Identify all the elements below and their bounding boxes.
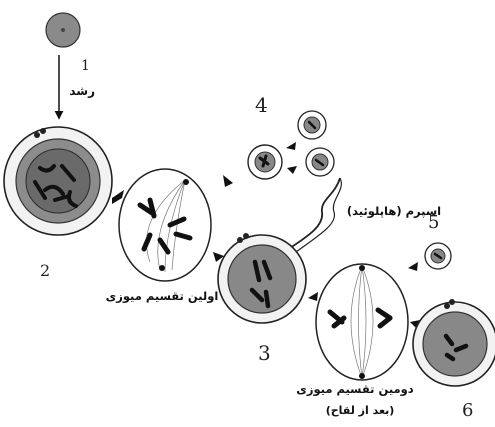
hand-number-5: 5 [428,212,439,233]
hand-number-1: 1 [81,58,90,74]
oogonium-cell [46,13,80,47]
second-meiotic-division-cell [316,264,408,380]
arrow-to-polar-body [223,175,233,187]
first-polar-body [248,145,282,179]
arrow-to-second-polar-body [408,262,418,271]
meiosis2-note: (بعد از لقاح) [326,404,395,417]
hand-number-4: 4 [255,93,268,117]
polar-body-b [306,148,334,176]
hand-number-3: 3 [258,341,271,365]
polar-body-a [298,111,326,139]
hand-number-6: 6 [462,400,473,421]
secondary-oocyte [218,233,306,323]
arrows-polar-split [286,142,297,174]
sperm-label: اسپرم (هاپلوئید) [347,204,441,219]
primary-oocyte [4,127,112,235]
meiosis1-label: اولین تقسیم میوزی [106,289,219,304]
growth-label: رشد [69,84,95,98]
first-meiotic-division-cell [119,169,211,281]
hand-number-2: 2 [40,261,50,280]
second-polar-body [425,243,451,269]
mature-ovum [413,299,495,386]
meiosis2-label: دومین تقسیم میوزی [296,382,414,397]
arrow-to-meiosis2 [308,292,318,301]
